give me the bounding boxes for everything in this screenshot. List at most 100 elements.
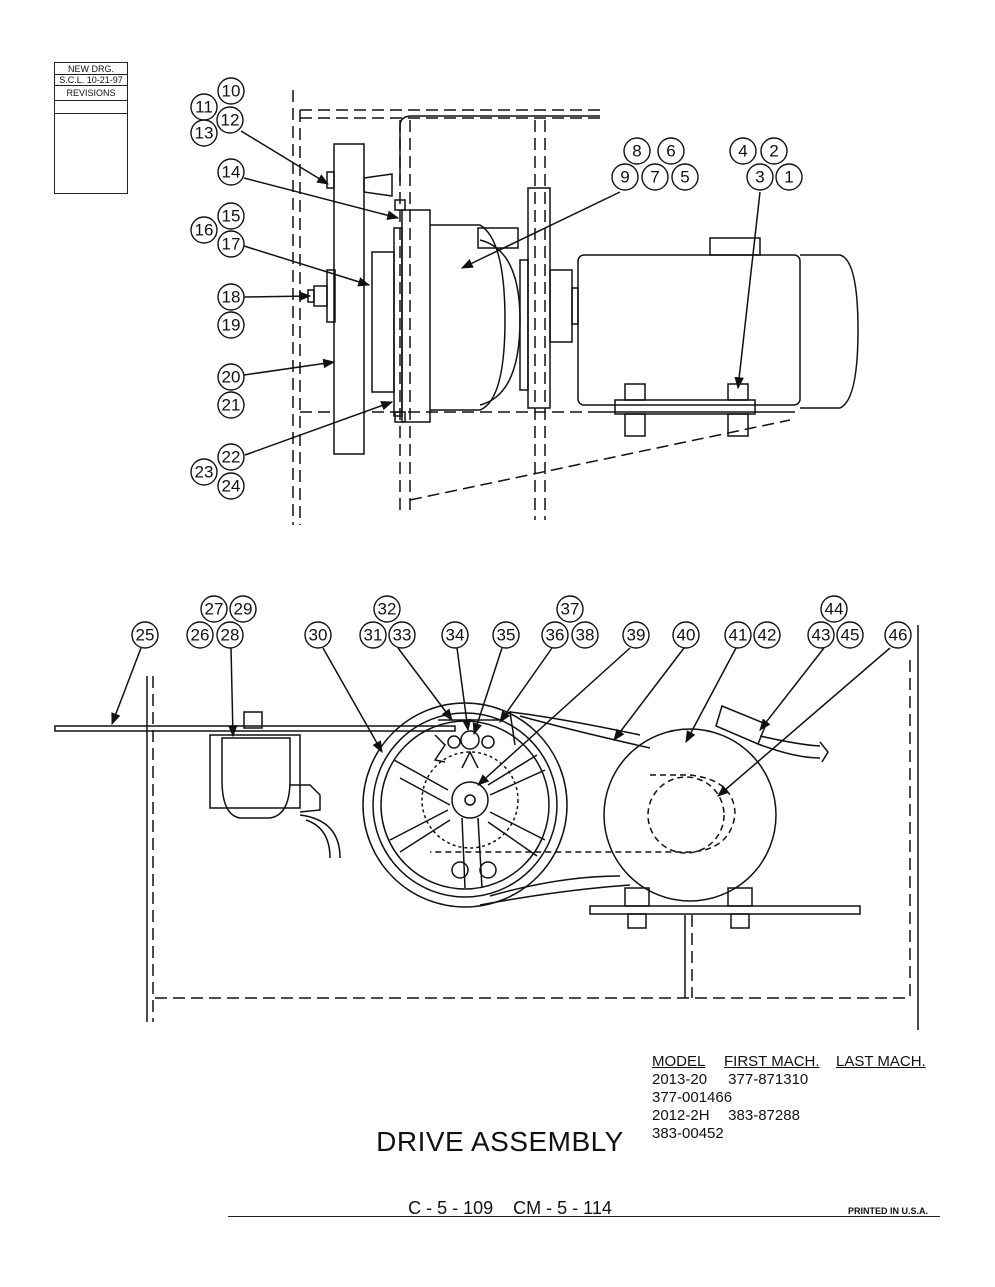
- svg-text:41: 41: [729, 626, 748, 645]
- callout-7: 7: [641, 163, 669, 191]
- svg-text:15: 15: [222, 207, 241, 226]
- callout-45: 45: [836, 621, 864, 649]
- svg-text:22: 22: [222, 448, 241, 467]
- callout-31: 31: [359, 621, 387, 649]
- callout-40: 40: [672, 621, 700, 649]
- lower-frame-lines: [146, 625, 919, 1030]
- model-table: MODEL FIRST MACH. LAST MACH. 2013-20 377…: [652, 1053, 952, 1143]
- svg-text:10: 10: [222, 82, 241, 101]
- callout-8: 8: [623, 137, 651, 165]
- cell-first-mach: 383-87288: [728, 1107, 800, 1124]
- svg-text:27: 27: [205, 600, 224, 619]
- svg-text:16: 16: [195, 221, 214, 240]
- cell-last-mach: 383-00452: [652, 1125, 724, 1142]
- cell-model: 2013-20: [652, 1071, 708, 1088]
- callout-5: 5: [671, 163, 699, 191]
- callout-39: 39: [622, 621, 650, 649]
- callout-38: 38: [571, 621, 599, 649]
- callout-25: 25: [131, 621, 159, 649]
- printed-in-usa: PRINTED IN U.S.A.: [848, 1206, 929, 1216]
- callout-27: 27: [200, 595, 228, 623]
- svg-text:3: 3: [755, 168, 764, 187]
- svg-text:39: 39: [627, 626, 646, 645]
- drawing-number: C - 5 - 109 CM - 5 - 114: [408, 1198, 612, 1218]
- callout-2: 2: [760, 137, 788, 165]
- callout-41: 41: [724, 621, 752, 649]
- svg-text:7: 7: [650, 168, 659, 187]
- svg-text:32: 32: [378, 600, 397, 619]
- leader-lines: [111, 130, 891, 797]
- callout-42: 42: [753, 621, 781, 649]
- table-row: 2012-2H 383-87288 383-00452: [652, 1107, 952, 1143]
- svg-text:8: 8: [632, 142, 641, 161]
- callout-3: 3: [746, 163, 774, 191]
- callout-46: 46: [884, 621, 912, 649]
- revision-line-2: S.C.L. 10-21-97: [55, 75, 127, 86]
- callout-13: 13: [190, 119, 218, 147]
- revision-block: NEW DRG. S.C.L. 10-21-97 REVISIONS: [54, 62, 128, 194]
- callout-17: 17: [217, 230, 245, 258]
- callout-9: 9: [611, 163, 639, 191]
- callout-29: 29: [229, 595, 257, 623]
- bottom-rule: [228, 1216, 940, 1217]
- svg-text:14: 14: [222, 163, 241, 182]
- svg-text:12: 12: [221, 111, 240, 130]
- svg-text:20: 20: [222, 368, 241, 387]
- svg-text:28: 28: [221, 626, 240, 645]
- svg-text:29: 29: [234, 600, 253, 619]
- svg-text:2: 2: [769, 142, 778, 161]
- callout-19: 19: [217, 311, 245, 339]
- callout-20: 20: [217, 363, 245, 391]
- callout-23: 23: [190, 458, 218, 486]
- callout-6: 6: [657, 137, 685, 165]
- svg-text:4: 4: [738, 142, 747, 161]
- lower-callouts: 25 27 29 26 28 30 32 31 33 34 35 37 36 3…: [131, 595, 912, 649]
- cell-model: 2012-2H: [652, 1107, 710, 1124]
- callout-36: 36: [541, 621, 569, 649]
- svg-text:13: 13: [195, 124, 214, 143]
- header-model: MODEL: [652, 1053, 706, 1070]
- callout-44: 44: [820, 595, 848, 623]
- svg-text:34: 34: [446, 626, 465, 645]
- callout-24: 24: [217, 472, 245, 500]
- header-last-mach: LAST MACH.: [836, 1053, 926, 1070]
- callout-28: 28: [216, 621, 244, 649]
- callout-21: 21: [217, 391, 245, 419]
- cell-last-mach: 377-001466: [652, 1089, 733, 1106]
- model-table-header: MODEL FIRST MACH. LAST MACH.: [652, 1053, 952, 1071]
- svg-text:44: 44: [825, 600, 844, 619]
- revision-blank-row: [55, 101, 127, 114]
- svg-text:46: 46: [889, 626, 908, 645]
- svg-text:31: 31: [364, 626, 383, 645]
- svg-text:30: 30: [309, 626, 328, 645]
- callout-18: 18: [217, 283, 245, 311]
- svg-text:43: 43: [812, 626, 831, 645]
- svg-text:11: 11: [195, 98, 213, 117]
- table-row: 2013-20 377-871310 377-001466: [652, 1071, 952, 1107]
- svg-text:45: 45: [841, 626, 860, 645]
- svg-text:9: 9: [620, 168, 629, 187]
- cell-first-mach: 377-871310: [728, 1071, 809, 1088]
- drawing-title: DRIVE ASSEMBLY: [376, 1126, 624, 1157]
- callout-10: 10: [217, 77, 245, 105]
- callout-37: 37: [556, 595, 584, 623]
- svg-text:6: 6: [666, 142, 675, 161]
- svg-text:1: 1: [784, 168, 793, 187]
- callout-35: 35: [492, 621, 520, 649]
- svg-text:25: 25: [136, 626, 155, 645]
- upper-frame-lines: [292, 90, 791, 525]
- svg-text:26: 26: [191, 626, 210, 645]
- callout-12: 12: [216, 106, 244, 134]
- callout-34: 34: [441, 621, 469, 649]
- revision-line-1: NEW DRG.: [55, 63, 127, 75]
- svg-text:24: 24: [222, 477, 241, 496]
- svg-text:17: 17: [222, 235, 241, 254]
- callout-22: 22: [217, 443, 245, 471]
- upper-callouts: 10 11 12 13 14 15 16 17 18 19 20 21 22 2…: [190, 77, 803, 500]
- callout-4: 4: [729, 137, 757, 165]
- callout-1: 1: [775, 163, 803, 191]
- callout-11: 11: [190, 93, 218, 121]
- svg-text:19: 19: [222, 316, 241, 335]
- header-first-mach: FIRST MACH.: [724, 1053, 820, 1070]
